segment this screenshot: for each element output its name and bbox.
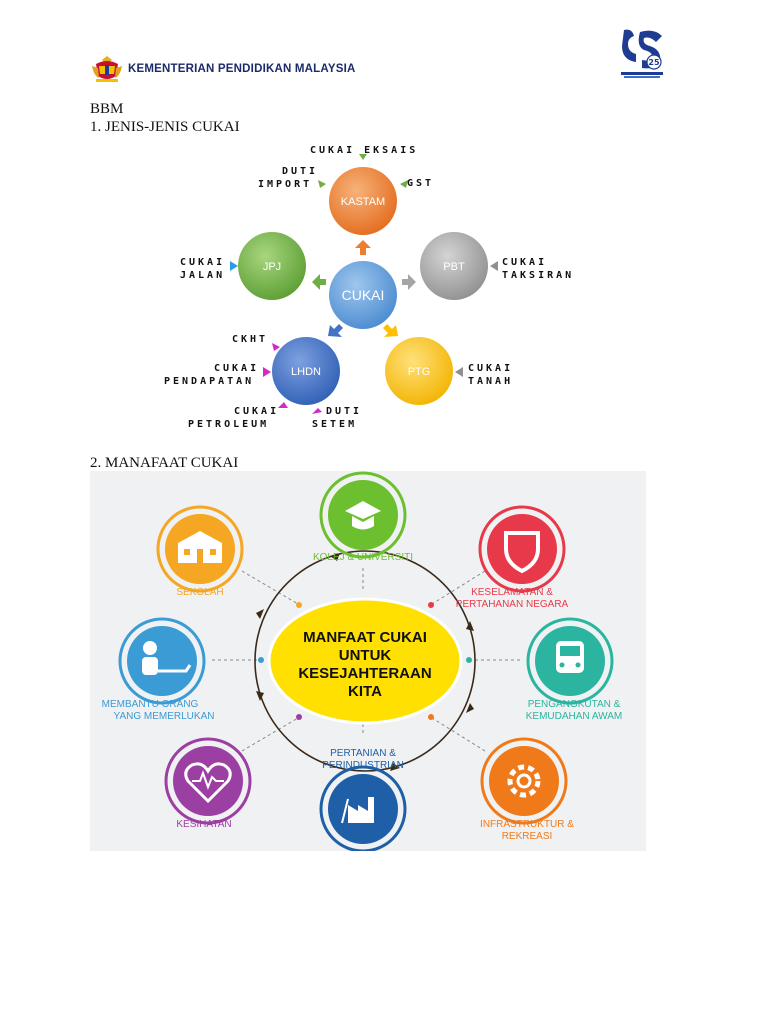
ministry-header: KEMENTERIAN PENDIDIKAN MALAYSIA: [90, 54, 390, 84]
subject-label: BBM: [90, 101, 124, 117]
cycle-arrows: [256, 553, 474, 771]
tax-benefits-infographic: MANFAAT CUKAI UNTUK KESEJAHTERAAN KITA K…: [90, 471, 646, 851]
svg-text:25: 25: [648, 58, 660, 67]
factory-icon: [348, 797, 374, 823]
benefit-kolej-label: KOLEJ & UNIVERSITI: [313, 552, 413, 563]
benefit-pertanian-label-1: PERTANIAN &: [330, 748, 396, 759]
center-title-line-2: UNTUK: [339, 647, 392, 664]
node-pbt: [420, 232, 488, 300]
section-heading-2: 2. MANAFAAT CUKAI: [90, 455, 239, 471]
label-cukai-tanah-2: TANAH: [468, 376, 513, 387]
label-duti-setem-2: SETEM: [312, 419, 357, 430]
connector-dots: [258, 602, 472, 720]
section-heading-1: 1. JENIS-JENIS CUKAI: [90, 119, 240, 135]
benefit-kolej-universiti: KOLEJ & UNIVERSITI: [313, 471, 413, 563]
graduation-cap-icon: [345, 501, 381, 530]
node-kastam: [329, 167, 397, 235]
node-ptg: [385, 337, 453, 405]
label-gst: GST: [407, 178, 434, 189]
label-cukai-eksais: CUKAI EKSAIS: [310, 145, 418, 156]
coat-of-arms-icon: [92, 56, 122, 82]
tax-types-diagram: KASTAM JPJ PBT CUKAI LHDN PTG CUKAI EKSA…: [164, 145, 574, 430]
node-ptg-label: PTG: [408, 366, 431, 378]
label-duti-setem-1: DUTI: [326, 406, 362, 417]
benefit-pengangkutan-label-1: PENGANGKUTAN &: [528, 699, 621, 710]
arrow-to-kastam: [355, 240, 371, 255]
label-cukai-pendapatan-1: CUKAI: [214, 363, 259, 374]
label-cukai-pendapatan-2: PENDAPATAN: [164, 376, 254, 387]
node-pbt-label: PBT: [443, 261, 465, 273]
benefit-keselamatan-label-2: PERTAHANAN NEGARA: [456, 599, 569, 610]
benefit-keselamatan-label-1: KESELAMATAN &: [471, 587, 553, 598]
benefit-infrastruktur-label-1: INFRASTRUKTUR &: [480, 819, 574, 830]
small-arrows: [230, 154, 498, 414]
node-cukai-center: [329, 261, 397, 329]
label-cukai-taksiran-2: TAKSIRAN: [502, 270, 574, 281]
center-benefit-circle: [267, 597, 463, 725]
wheat-icon: [341, 798, 349, 824]
arrow-to-lhdn: [328, 324, 343, 337]
person-helping-icon: [143, 641, 157, 655]
heart-pulse-icon: [184, 762, 232, 804]
label-cukai-petroleum-1: CUKAI: [234, 406, 279, 417]
benefit-pertanian: PERTANIAN & PERINDUSTRIAN: [319, 748, 407, 851]
node-jpj-label: JPJ: [263, 261, 281, 273]
node-lhdn: [272, 337, 340, 405]
label-cukai-tanah-1: CUKAI: [468, 363, 513, 374]
gear-icon: [507, 764, 541, 798]
center-title-line-3: KESEJAHTERAAN: [298, 665, 431, 682]
node-kastam-label: KASTAM: [341, 196, 385, 208]
ministry-name: KEMENTERIAN PENDIDIKAN MALAYSIA: [128, 63, 356, 75]
school-logo-icon: 25: [618, 26, 666, 82]
benefit-infrastruktur-label-2: REKREASI: [502, 831, 553, 842]
node-lhdn-label: LHDN: [291, 366, 321, 378]
label-duti-import-2: IMPORT: [258, 179, 312, 190]
arrow-to-jpj: [312, 274, 326, 290]
node-jpj: [238, 232, 306, 300]
connector-lines: [212, 568, 520, 752]
label-cukai-petroleum-2: PETROLEUM: [188, 419, 269, 430]
arrow-to-pbt: [402, 274, 416, 290]
benefit-sekolah-label: SEKOLAH: [176, 587, 223, 598]
label-cukai-taksiran-1: CUKAI: [502, 257, 547, 268]
label-cukai-jalan-1: CUKAI: [180, 257, 225, 268]
benefit-membantu-label-2: YANG MEMERLUKAN: [114, 711, 215, 722]
benefit-kesihatan-label: KESIHATAN: [176, 819, 231, 830]
arrow-to-ptg: [383, 324, 398, 337]
label-ckht: CKHT: [232, 334, 268, 345]
benefit-infrastruktur: INFRASTRUKTUR & REKREASI: [480, 737, 574, 842]
benefit-pengangkutan-label-2: KEMUDAHAN AWAM: [526, 711, 623, 722]
center-title-line-4: KITA: [348, 683, 382, 700]
center-cycle-ring: [254, 550, 476, 772]
benefit-membantu: MEMBANTU ORANG YANG MEMERLUKAN: [102, 617, 215, 722]
node-cukai-center-label: CUKAI: [342, 287, 385, 303]
label-duti-import-1: DUTI: [282, 166, 318, 177]
benefit-kesihatan: KESIHATAN: [164, 737, 252, 830]
benefit-membantu-label-1: MEMBANTU ORANG: [102, 699, 199, 710]
label-cukai-jalan-2: JALAN: [180, 270, 225, 281]
benefit-keselamatan: KESELAMATAN & PERTAHANAN NEGARA: [456, 505, 569, 610]
train-icon: [556, 641, 584, 673]
shield-icon: [504, 531, 540, 574]
center-title-line-1: MANFAAT CUKAI: [303, 629, 427, 646]
benefit-sekolah: SEKOLAH: [156, 505, 244, 598]
benefit-pengangkutan: PENGANGKUTAN & KEMUDAHAN AWAM: [526, 617, 623, 722]
